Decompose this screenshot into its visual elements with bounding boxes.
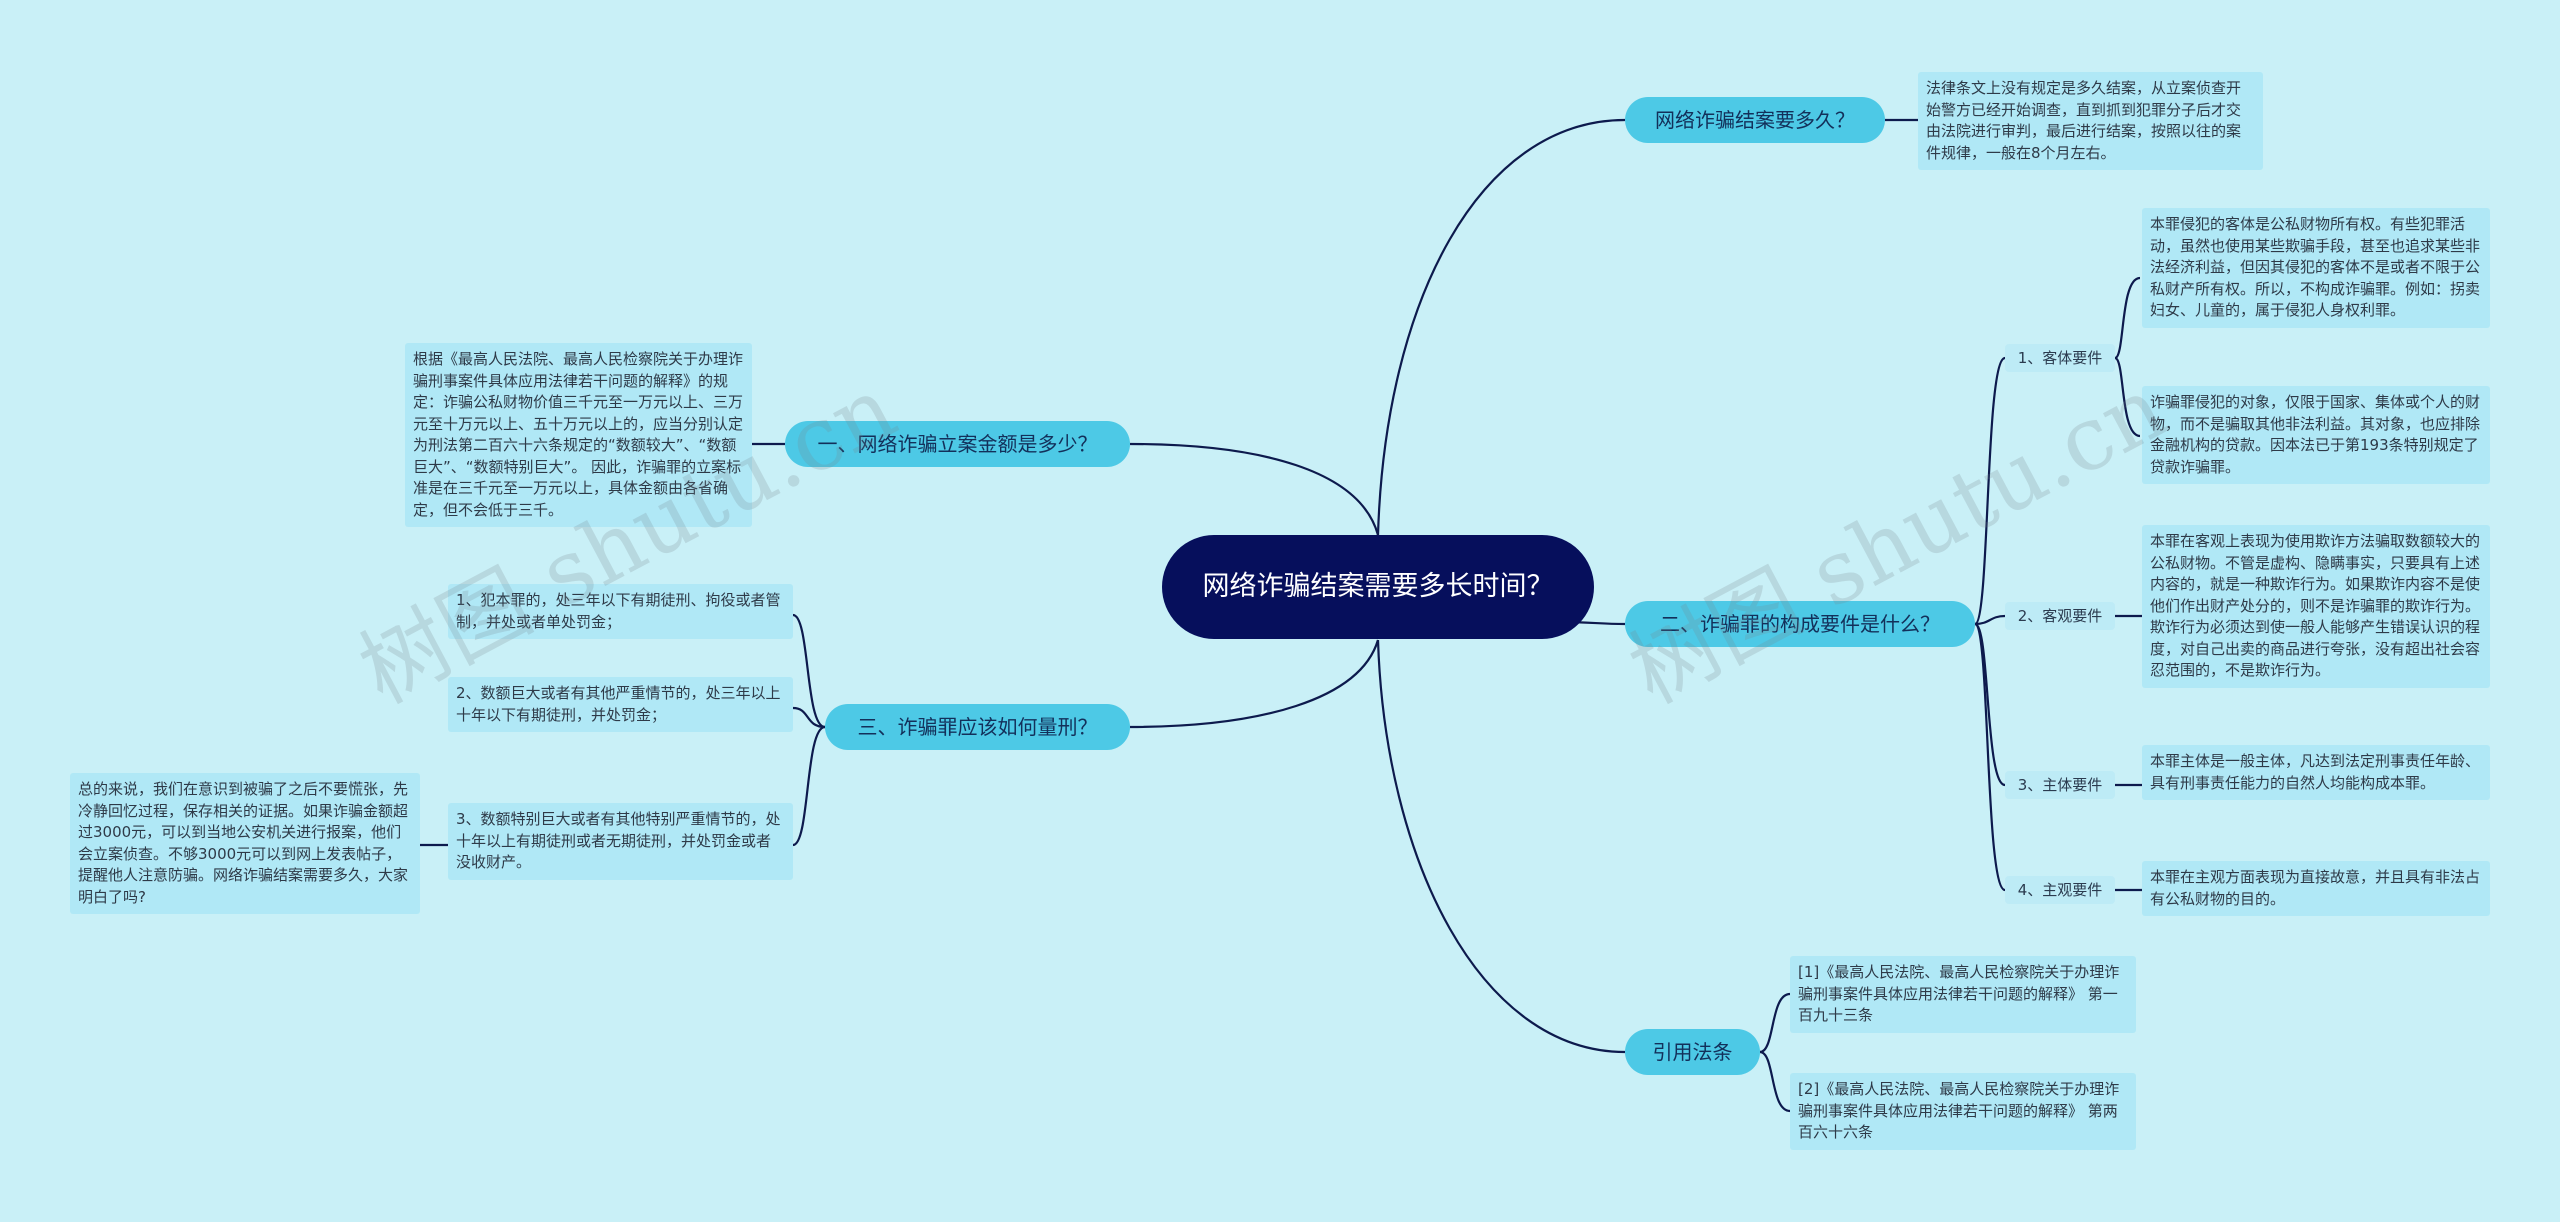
- leaf-citation-2: [2]《最高人民法院、最高人民检察院关于办理诈骗刑事案件具体应用法律若干问题的解…: [1790, 1073, 2136, 1150]
- link-s1-leaf-a: [2113, 276, 2141, 360]
- leaf-citation-1: [1]《最高人民法院、最高人民检察院关于办理诈骗刑事案件具体应用法律若干问题的解…: [1790, 956, 2136, 1033]
- leaf-sentence-1: 1、犯本罪的，处三年以下有期徒刑、拘役或者管制，并处或者单处罚金；: [448, 584, 793, 639]
- link-root-t4: [1129, 442, 1380, 536]
- leaf-case-duration: 法律条文上没有规定是多久结案，从立案侦查开始警方已经开始调查，直到抓到犯罪分子后…: [1918, 72, 2263, 170]
- leaf-objective: 本罪在客观上表现为使用欺诈方法骗取数额较大的公私财物。不管是虚构、隐瞒事实，只要…: [2142, 525, 2490, 688]
- link-root-t5: [1129, 639, 1380, 729]
- link-t2-s4: [1973, 622, 2007, 892]
- root-topic[interactable]: 网络诈骗结案需要多长时间？: [1162, 535, 1594, 639]
- topic-crime-elements[interactable]: 二、诈骗罪的构成要件是什么？: [1625, 601, 1975, 647]
- link-root-t3: [1376, 639, 1626, 1054]
- link-t5-leaf-b: [792, 706, 826, 729]
- leaf-summary: 总的来说，我们在意识到被骗了之后不要慌张，先冷静回忆过程，保存相关的证据。如果诈…: [70, 773, 420, 914]
- sub-subjective-element[interactable]: 4、主观要件: [2005, 876, 2115, 904]
- link-t3-leaf-a: [1759, 992, 1791, 1054]
- leaf-sentence-3: 3、数额特别巨大或者有其他特别严重情节的，处十年以上有期徒刑或者无期徒刑，并处罚…: [448, 803, 793, 880]
- leaf-subjective: 本罪在主观方面表现为直接故意，并且具有非法占有公私财物的目的。: [2142, 861, 2490, 916]
- link-root-t1: [1376, 118, 1626, 536]
- leaf-object-b: 诈骗罪侵犯的对象，仅限于国家、集体或个人的财物，而不是骗取其他非法利益。其对象，…: [2142, 386, 2490, 484]
- topic-cited-laws[interactable]: 引用法条: [1625, 1029, 1760, 1075]
- sub-subject-element[interactable]: 3、主体要件: [2005, 771, 2115, 799]
- link-t2-s2: [1974, 614, 2006, 626]
- link-t5-leaf-a: [792, 613, 826, 729]
- link-t2-s3: [1974, 622, 2006, 787]
- link-t5-leaf-c: [792, 725, 826, 847]
- sub-objective-element[interactable]: 2、客观要件: [2005, 602, 2115, 630]
- sub-object-element[interactable]: 1、客体要件: [2005, 344, 2115, 372]
- topic-case-duration[interactable]: 网络诈骗结案要多久？: [1625, 97, 1885, 143]
- leaf-subject: 本罪主体是一般主体，凡达到法定刑事责任年龄、具有刑事责任能力的自然人均能构成本罪…: [2142, 745, 2490, 800]
- link-s1-leaf-b: [2113, 356, 2141, 438]
- leaf-sentence-2: 2、数额巨大或者有其他严重情节的，处三年以上十年以下有期徒刑，并处罚金；: [448, 677, 793, 732]
- topic-filing-amount[interactable]: 一、网络诈骗立案金额是多少？: [785, 421, 1130, 467]
- leaf-filing-amount: 根据《最高人民法院、最高人民检察院关于办理诈骗刑事案件具体应用法律若干问题的解释…: [405, 343, 752, 527]
- topic-sentencing[interactable]: 三、诈骗罪应该如何量刑？: [825, 704, 1130, 750]
- leaf-object-a: 本罪侵犯的客体是公私财物所有权。有些犯罪活动，虽然也使用某些欺骗手段，甚至也追求…: [2142, 208, 2490, 328]
- link-t2-s1: [1973, 356, 2007, 626]
- link-t3-leaf-b: [1759, 1050, 1791, 1113]
